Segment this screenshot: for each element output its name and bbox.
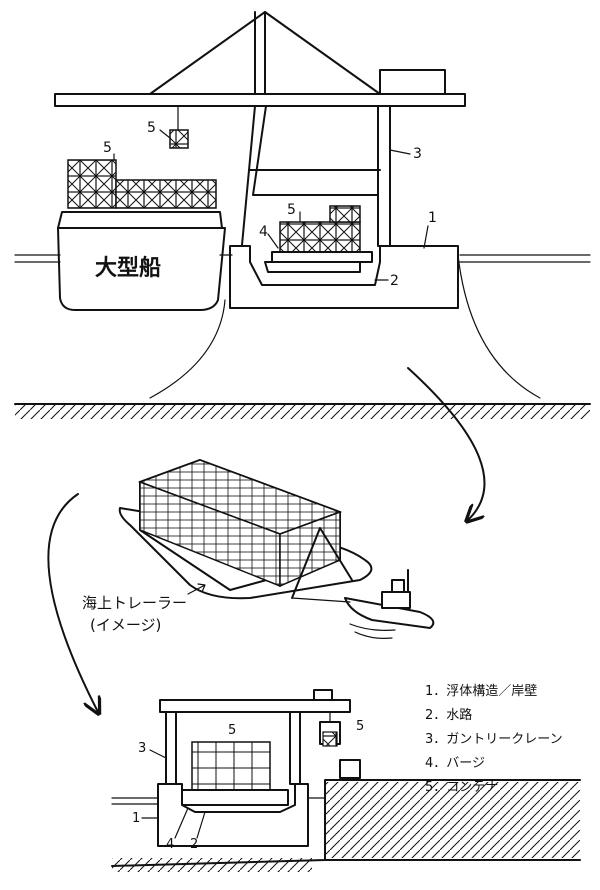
- callout-2-bottom: 2: [190, 837, 198, 852]
- callout-2: 2: [390, 273, 399, 289]
- callout-5-crane-bottom: 5: [356, 719, 364, 734]
- legend-item-container: 5．コンテナ: [425, 780, 499, 795]
- bottom-floating-structure: [157, 783, 309, 847]
- callout-3: 3: [413, 146, 422, 162]
- callout-3-bottom: 3: [138, 741, 146, 756]
- callout-1-bottom: 1: [132, 811, 140, 826]
- legend-item-gantry-crane: 3．ガントリークレーン: [425, 732, 563, 747]
- wake-lines: [349, 623, 396, 639]
- callout-5-ship: 5: [103, 140, 112, 156]
- bottom-water: [111, 797, 326, 805]
- callout-5-crane: 5: [147, 120, 156, 136]
- top-scene: 大型船 5 5 5 3 4 2 1: [14, 11, 591, 419]
- bottom-scene: 5 5 3 1 4 2: [111, 689, 581, 872]
- water-surface: [14, 254, 591, 263]
- legend-item-waterway: 2．水路: [425, 708, 473, 723]
- middle-scene: 海上トレーラー (イメージ): [82, 459, 435, 639]
- floating-structure: [229, 205, 459, 309]
- gantry-crane-small: [159, 689, 351, 785]
- legend-item-barge: 4．バージ: [425, 756, 486, 771]
- marine-trailer-label: 海上トレーラー: [82, 594, 187, 612]
- callout-5-barge: 5: [287, 202, 296, 218]
- legend-item-floating-structure: 1．浮体構造／岸壁: [425, 684, 538, 699]
- bottom-barge: [181, 789, 289, 806]
- callout-5-bottom: 5: [228, 723, 236, 738]
- barge-containers: [279, 221, 361, 253]
- bottom-containers: [191, 741, 271, 791]
- callout-4: 4: [259, 224, 268, 240]
- legend: 1．浮体構造／岸壁 2．水路 3．ガントリークレーン 4．バージ 5．コンテナ: [425, 680, 600, 800]
- ship-label: 大型船: [95, 255, 161, 281]
- marine-trailer-barge: [118, 459, 373, 600]
- flow-arrow-right: [407, 367, 486, 520]
- tow-line: [291, 597, 351, 603]
- tugboat: [344, 569, 435, 629]
- callout-4-bottom: 4: [166, 837, 174, 852]
- image-note-label: (イメージ): [90, 616, 161, 634]
- flow-arrow-left: [47, 493, 98, 712]
- gantry-crane-large: [54, 11, 466, 247]
- large-ship: 大型船: [57, 159, 226, 311]
- truck-icon: [339, 759, 361, 779]
- callout-1: 1: [428, 210, 437, 226]
- hoisted-container: [169, 129, 189, 149]
